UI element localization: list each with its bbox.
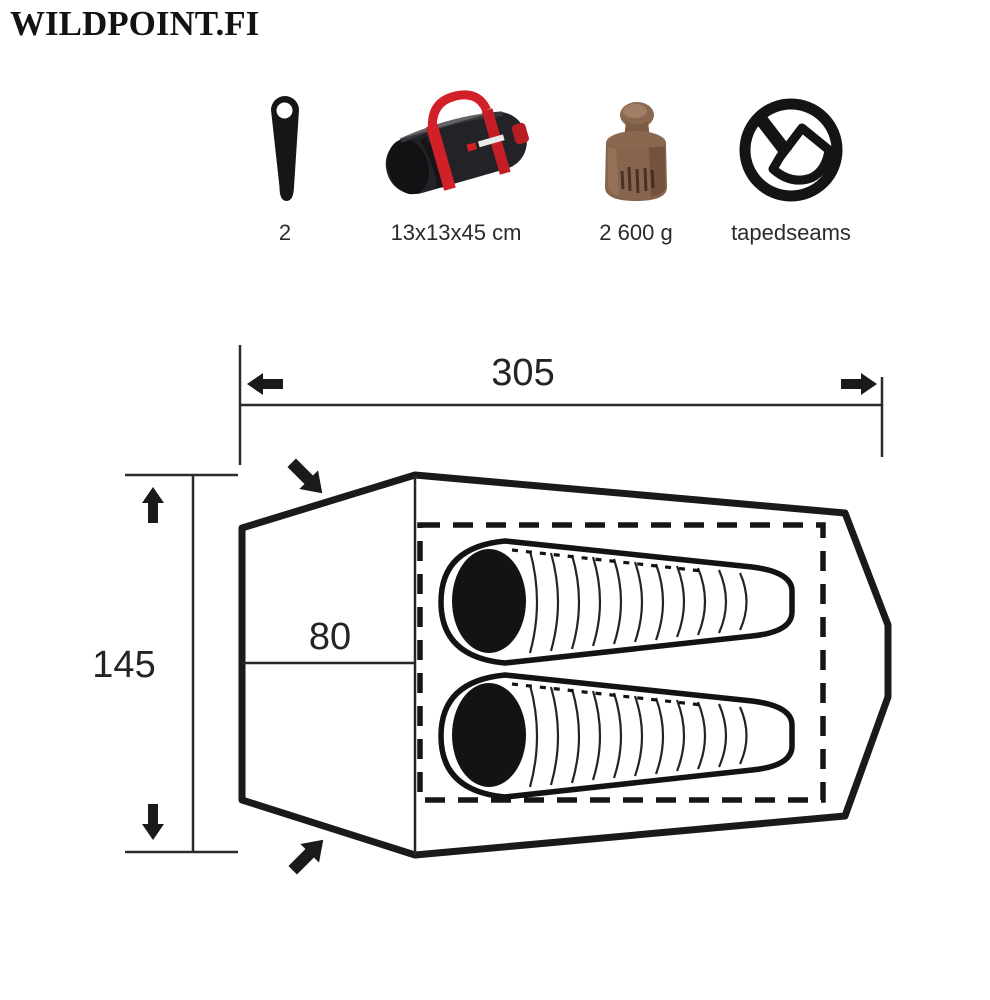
dimension-arrow-up <box>142 487 164 523</box>
sleeping-bag-quilting <box>528 684 748 788</box>
entrance-arrow-top <box>287 458 323 494</box>
pack-size-label: 13x13x45 cm <box>390 220 522 245</box>
pole-hole <box>276 102 293 119</box>
tent-pole-icon <box>271 96 299 201</box>
sleeping-bag-top <box>438 538 795 666</box>
feature-poles: 2 <box>225 88 345 246</box>
taped-seams-icon-wrap <box>711 88 871 212</box>
bag-strap <box>426 123 456 191</box>
dimension-arrow-left <box>247 373 283 395</box>
tent-bag-icon <box>385 90 529 195</box>
taped-seams-label: tapedseams <box>731 220 851 245</box>
sleeping-bag-hood <box>452 683 526 787</box>
width-value: 145 <box>92 644 155 686</box>
weight-icon-wrap <box>556 88 716 212</box>
feature-taped-seams: tapedseams <box>711 88 871 246</box>
tent-bag-icon-wrap <box>375 88 537 212</box>
sleeping-bag-quilting <box>528 550 748 654</box>
poles-count-label: 2 <box>278 220 292 245</box>
length-value: 305 <box>491 352 554 394</box>
taped-seams-icon <box>739 98 843 201</box>
sleeping-bag-hood <box>452 549 526 653</box>
dimension-width: 145 <box>92 473 238 854</box>
weight-icon <box>604 102 667 201</box>
sleeping-bag-bottom <box>438 672 795 800</box>
feature-pack-size: 13x13x45 cm <box>375 88 537 246</box>
sleeping-bag-zipper <box>511 682 703 707</box>
sleeping-bag-zipper <box>511 548 703 573</box>
dimension-length: 305 <box>238 345 884 465</box>
entrance-arrow-bottom <box>288 839 324 875</box>
weight-label: 2 600 g <box>599 220 673 245</box>
brand-logo: WILDPOINT.FI <box>10 4 260 43</box>
bag-handle <box>427 90 491 128</box>
tent-floorplan-diagram: 305 145 80 <box>92 345 892 875</box>
inner-tent-dashed-outline <box>417 522 826 803</box>
inner-width-value: 80 <box>309 616 351 658</box>
dimension-arrow-right <box>841 373 877 395</box>
dimension-arrow-down <box>142 804 164 840</box>
feature-weight: 2 600 g <box>556 88 716 246</box>
tent-pole-icon-wrap <box>225 88 345 212</box>
